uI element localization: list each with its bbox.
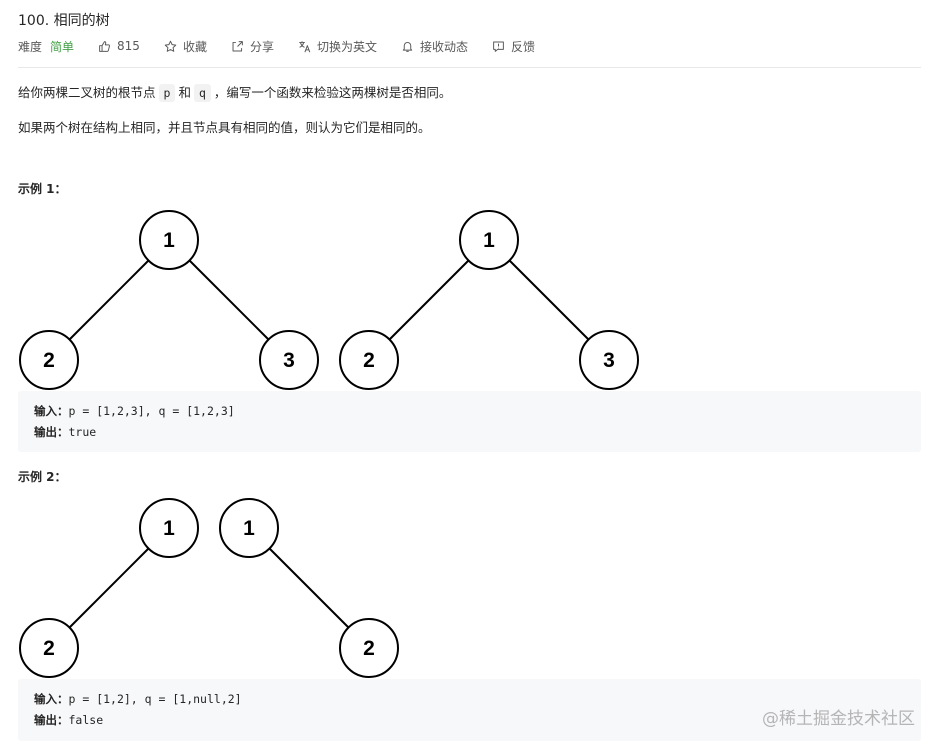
problem-meta-bar: 难度 简单 815 收藏 分享 切换为英文 接收动态 反馈	[18, 37, 559, 55]
example-2-input: 输入：p = [1,2], q = [1,null,2]	[34, 691, 242, 707]
favorite-label: 收藏	[182, 39, 207, 54]
tree-node-label: 2	[363, 637, 375, 660]
tree-node: 3	[259, 330, 319, 390]
example-1-output: 输出：true	[34, 424, 96, 440]
example-1-title: 示例 1：	[18, 182, 67, 196]
share-label: 分享	[249, 39, 274, 54]
tree-node: 2	[19, 618, 79, 678]
tree-node-circle	[139, 498, 199, 558]
share-button[interactable]: 分享	[231, 38, 274, 55]
difficulty: 难度 简单	[18, 38, 74, 55]
description-text: 给你两棵二叉树的根节点	[18, 85, 156, 100]
translate-icon	[299, 40, 311, 52]
example-1-tree-q: 1 2 3	[339, 210, 639, 390]
like-count: 815	[117, 39, 140, 53]
tree-node-label: 3	[283, 349, 295, 372]
input-label: 输入：	[34, 404, 69, 418]
example-1-code-block: 输入：p = [1,2,3], q = [1,2,3] 输出：true	[18, 391, 921, 452]
example-1-input: 输入：p = [1,2,3], q = [1,2,3]	[34, 403, 235, 419]
watermark: @稀土掘金技术社区	[762, 709, 915, 729]
tree-node-label: 2	[363, 349, 375, 372]
tree-node: 1	[219, 498, 279, 558]
header-divider	[18, 67, 921, 68]
tree-node-circle	[339, 618, 399, 678]
tree-node-circle	[259, 330, 319, 390]
tree-node: 2	[339, 330, 399, 390]
share-icon	[232, 40, 243, 51]
feedback-button[interactable]: 反馈	[492, 38, 535, 55]
input-value: p = [1,2], q = [1,null,2]	[68, 692, 242, 706]
tree-edge	[188, 259, 270, 341]
tree-node-circle	[139, 210, 199, 270]
switch-language-button[interactable]: 切换为英文	[298, 38, 377, 55]
example-2-tree-q: 12	[219, 498, 399, 678]
favorite-button[interactable]: 收藏	[164, 38, 207, 55]
problem-title: 100. 相同的树	[18, 13, 110, 29]
tree-node: 3	[579, 330, 639, 390]
input-label: 输入：	[34, 692, 69, 706]
tree-node-label: 3	[603, 349, 615, 372]
notify-label: 接收动态	[419, 39, 468, 54]
tree-node-label: 1	[243, 517, 255, 540]
output-value: true	[68, 425, 97, 439]
output-label: 输出：	[34, 425, 69, 439]
tree-node-circle	[19, 618, 79, 678]
input-value: p = [1,2,3], q = [1,2,3]	[68, 404, 235, 418]
description-line-2: 如果两个树在结构上相同，并且节点具有相同的值，则认为它们是相同的。	[18, 120, 431, 135]
tree-edge	[388, 259, 470, 341]
difficulty-value: 简单	[50, 39, 75, 54]
star-icon	[164, 40, 177, 52]
description-text: 和	[178, 85, 191, 100]
difficulty-label: 难度	[18, 39, 43, 54]
tree-node-label: 1	[163, 229, 175, 252]
tree-edge	[68, 259, 150, 341]
switch-language-label: 切换为英文	[316, 39, 377, 54]
thumbs-up-icon	[99, 40, 111, 52]
output-value: false	[68, 713, 104, 727]
tree-node: 2	[19, 330, 79, 390]
tree-edge	[268, 547, 350, 629]
bell-icon	[402, 41, 413, 52]
inline-code-q: q	[193, 84, 211, 102]
notify-button[interactable]: 接收动态	[401, 38, 468, 55]
output-label: 输出：	[34, 713, 69, 727]
example-2-output: 输出：false	[34, 712, 103, 728]
tree-node-circle	[339, 330, 399, 390]
example-1-tree-p: 1 2 3	[19, 210, 319, 390]
like-button[interactable]: 815	[98, 39, 140, 53]
tree-node: 1	[459, 210, 519, 270]
tree-node-label: 1	[483, 229, 495, 252]
tree-node-circle	[459, 210, 519, 270]
tree-node-label: 2	[43, 349, 55, 372]
tree-node: 1	[139, 210, 199, 270]
feedback-label: 反馈	[511, 39, 536, 54]
tree-node: 2	[339, 618, 399, 678]
tree-node-circle	[219, 498, 279, 558]
tree-node-circle	[579, 330, 639, 390]
example-2-tree-p: 12	[19, 498, 199, 678]
tree-node: 1	[139, 498, 199, 558]
example-2-title: 示例 2：	[18, 470, 67, 484]
tree-node-label: 1	[163, 517, 175, 540]
tree-node-label: 2	[43, 637, 55, 660]
description-text: ，编写一个函数来检验这两棵树是否相同。	[213, 85, 452, 100]
example-2-code-block: 输入：p = [1,2], q = [1,null,2] 输出：false	[18, 679, 921, 741]
feedback-icon	[493, 41, 504, 52]
tree-edge	[508, 259, 590, 341]
inline-code-p: p	[158, 84, 176, 102]
tree-edge	[68, 547, 150, 629]
tree-node-circle	[19, 330, 79, 390]
